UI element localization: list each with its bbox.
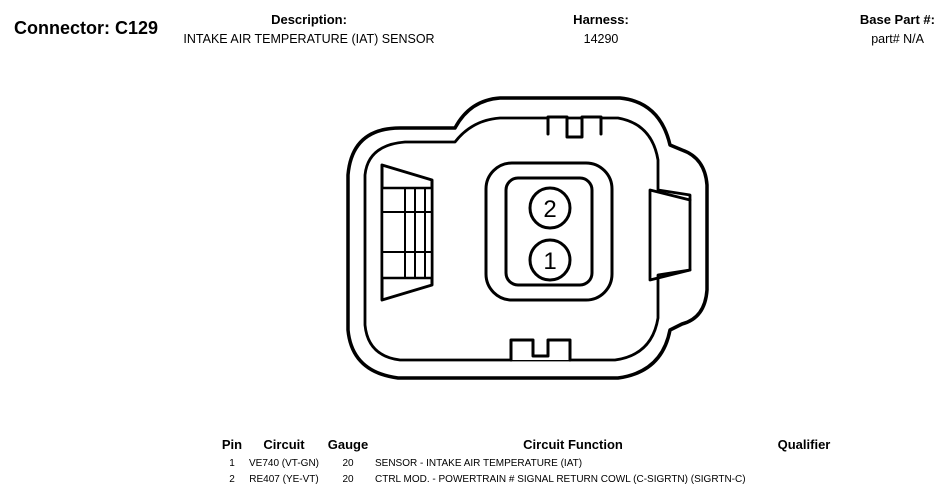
col-header-function: Circuit Function	[523, 437, 623, 452]
description-value: INTAKE AIR TEMPERATURE (IAT) SENSOR	[183, 32, 435, 46]
col-header-circuit: Circuit	[263, 437, 305, 452]
base-part-label: Base Part #:	[859, 12, 935, 27]
harness-value: 14290	[583, 32, 619, 46]
col-header-qualifier: Qualifier	[777, 437, 831, 452]
pin-1-label: 1	[543, 248, 556, 275]
row-circuit: VE740 (VT-GN)	[248, 458, 320, 469]
row-pin: 1	[229, 458, 235, 469]
side-lock-ramp	[648, 188, 692, 282]
col-header-pin: Pin	[221, 437, 243, 452]
pin-1-circle	[528, 238, 572, 282]
row-gauge: 20	[342, 474, 354, 485]
row-pin: 2	[229, 474, 235, 485]
latch-ribs	[381, 187, 433, 279]
left-latch-block	[380, 186, 434, 280]
base-part-value: part# N/A	[871, 32, 924, 46]
pin-2-circle	[528, 186, 572, 230]
row-gauge: 20	[342, 458, 354, 469]
bottom-key-tab	[509, 338, 572, 362]
harness-label: Harness:	[573, 12, 629, 27]
top-key-notch	[546, 115, 603, 139]
row-circuit: RE407 (YE-VT)	[249, 474, 319, 485]
row-function: CTRL MOD. - POWERTRAIN # SIGNAL RETURN C…	[375, 474, 746, 485]
description-label: Description:	[271, 12, 347, 27]
connector-title: Connector: C129	[14, 18, 159, 38]
pin-2-label: 2	[543, 196, 556, 223]
col-header-gauge: Gauge	[327, 437, 369, 452]
row-function: SENSOR - INTAKE AIR TEMPERATURE (IAT)	[375, 458, 583, 469]
